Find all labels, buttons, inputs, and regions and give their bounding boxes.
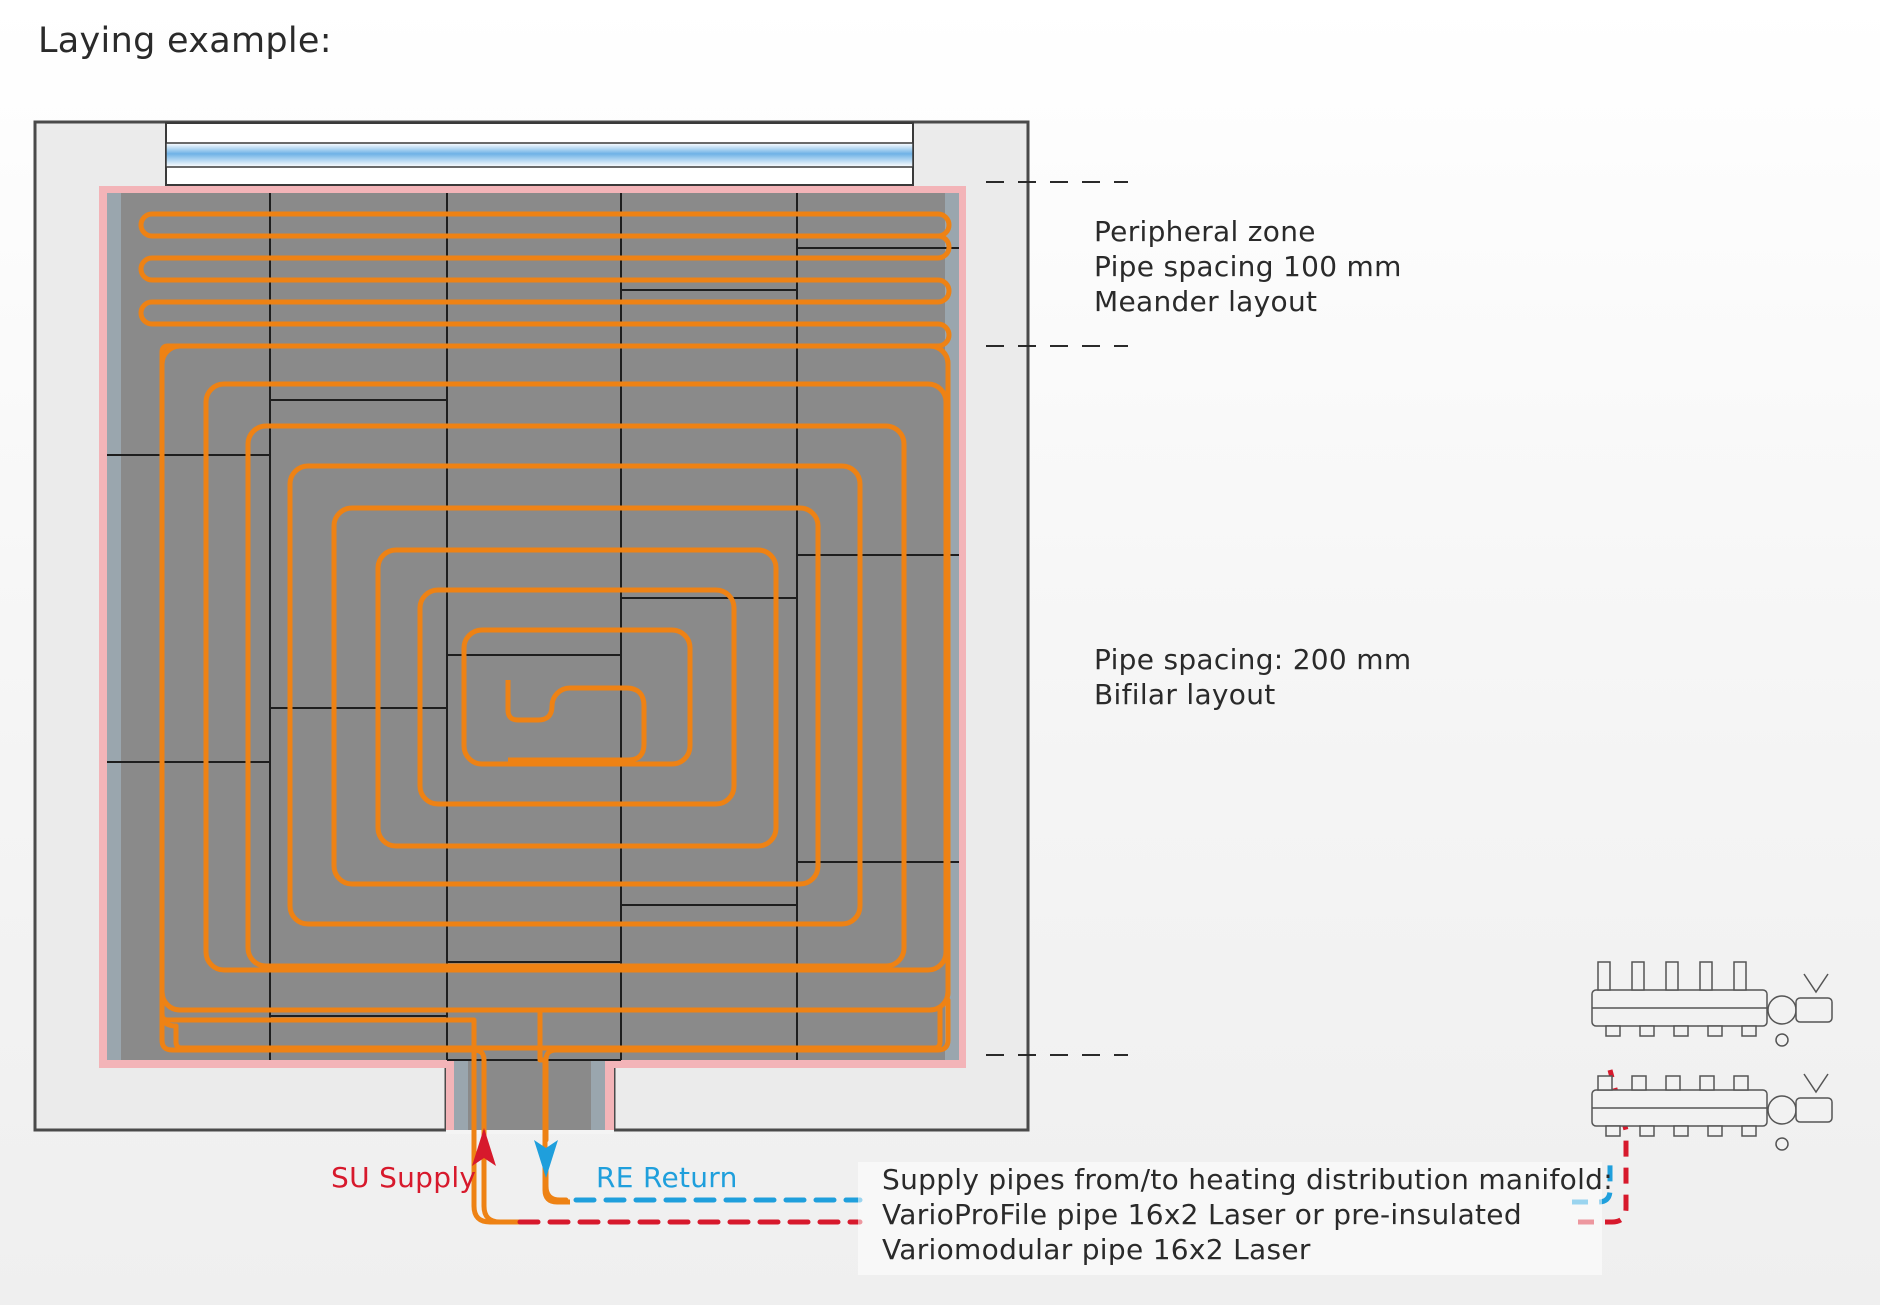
peripheral-zone-line3: Meander layout — [1094, 285, 1318, 318]
spiral-loops — [159, 343, 951, 1013]
supply-note-line1: Supply pipes from/to heating distributio… — [882, 1163, 1613, 1196]
supply-connection — [159, 1007, 863, 1225]
feed-pipes — [490, 1160, 570, 1225]
meander-pipe — [138, 211, 952, 1043]
supply-pipes-note: Supply pipes from/to heating distributio… — [858, 1162, 1613, 1275]
supply-arrow-icon — [472, 1128, 496, 1166]
supply-note-line3: Variomodular pipe 16x2 Laser — [882, 1233, 1311, 1266]
peripheral-zone-label: Peripheral zone Pipe spacing 100 mm Mean… — [1094, 214, 1402, 319]
window — [165, 122, 914, 186]
manifold-connection — [1572, 1069, 1629, 1225]
heating-manifold-icon — [1591, 961, 1833, 1151]
main-zone-label: Pipe spacing: 200 mm Bifilar layout — [1094, 642, 1411, 712]
peripheral-zone-line2: Pipe spacing 100 mm — [1094, 250, 1402, 283]
return-label: RE Return — [596, 1161, 738, 1194]
main-zone-line1: Pipe spacing: 200 mm — [1094, 643, 1412, 676]
bifilar-spiral — [159, 343, 951, 1013]
main-zone-line2: Bifilar layout — [1094, 678, 1276, 711]
supply-note-line2: VarioProFile pipe 16x2 Laser or pre-insu… — [882, 1198, 1522, 1231]
return-arrow-icon — [534, 1140, 558, 1178]
return-connection — [543, 997, 951, 1203]
supply-label: SU Supply — [331, 1161, 477, 1194]
board-joints-overlay — [162, 346, 948, 1010]
page-title: Laying example: — [38, 21, 332, 61]
zone-markers — [986, 181, 1128, 1056]
peripheral-zone-line1: Peripheral zone — [1094, 215, 1316, 248]
